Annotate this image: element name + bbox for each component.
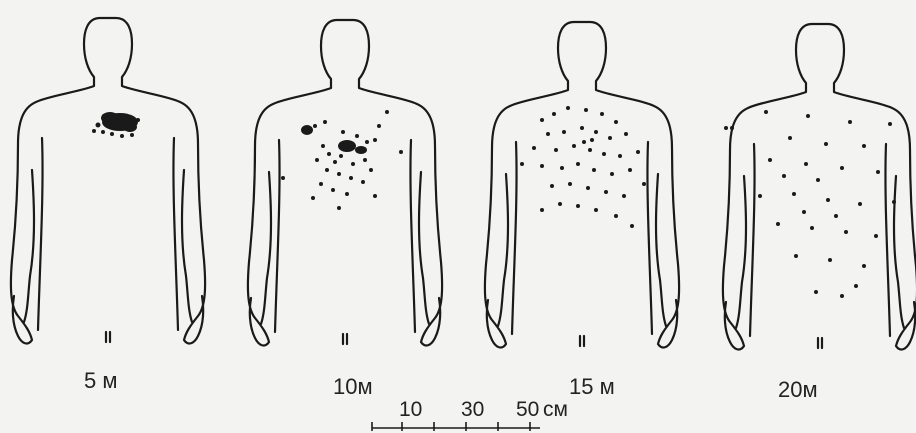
- figure-15m: [485, 22, 679, 347]
- figure-20m: [723, 24, 916, 349]
- distance-label: 15 м: [569, 374, 615, 400]
- distance-label: 10м: [333, 374, 373, 400]
- scale-bar: [372, 422, 540, 431]
- scale-tick-label: 30: [461, 398, 484, 422]
- figure-10m: [248, 20, 442, 345]
- shot-cluster: [724, 110, 896, 298]
- shot-cluster: [92, 112, 140, 138]
- scale-tick-label: 50: [516, 398, 539, 422]
- shot-cluster: [520, 106, 646, 228]
- distance-label: 20м: [778, 377, 818, 403]
- scale-unit-label: см: [543, 398, 568, 422]
- scale-tick-label: 10: [399, 398, 422, 422]
- shot-cluster: [281, 110, 403, 210]
- figure-5m: [11, 18, 205, 343]
- distance-label: 5 м: [84, 368, 117, 394]
